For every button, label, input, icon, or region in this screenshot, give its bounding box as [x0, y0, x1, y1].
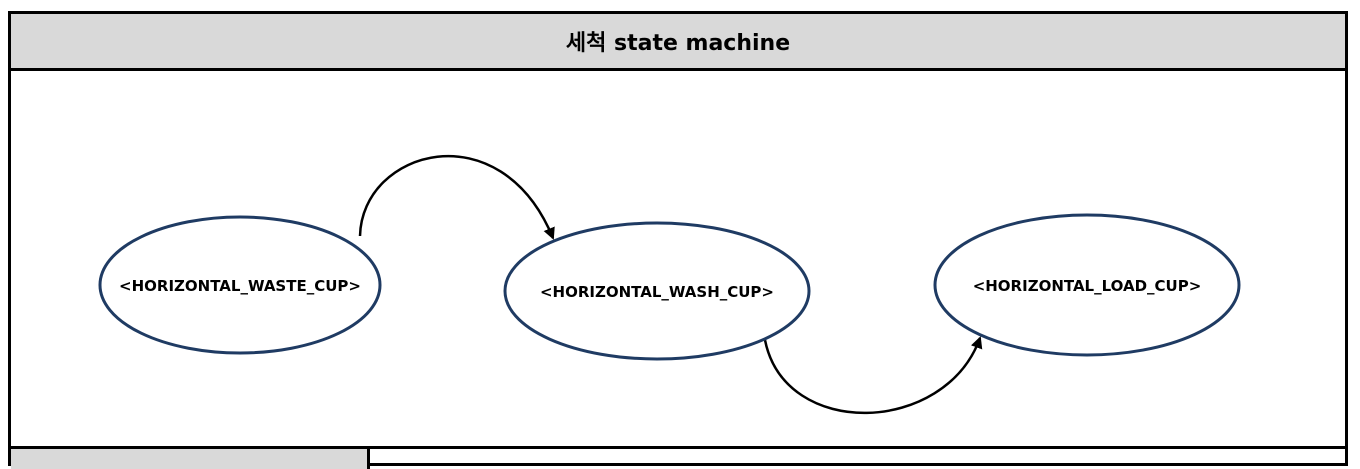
- state-horizontal-waste-cup: <HORIZONTAL_WASTE_CUP>: [98, 215, 382, 355]
- state-horizontal-load-cup: <HORIZONTAL_LOAD_CUP>: [933, 213, 1241, 357]
- state-label-wash: <HORIZONTAL_WASH_CUP>: [540, 283, 774, 301]
- diagram-title: 세척 state machine: [565, 31, 791, 56]
- title-bar: 세척 state machine: [11, 14, 1345, 71]
- state-label-waste: <HORIZONTAL_WASTE_CUP>: [119, 277, 361, 295]
- transition-waste-to-wash: [358, 154, 555, 240]
- transition-wash-to-load: [763, 336, 983, 415]
- state-label-load: <HORIZONTAL_LOAD_CUP>: [973, 277, 1202, 295]
- state-horizontal-wash-cup: <HORIZONTAL_WASH_CUP>: [503, 221, 811, 361]
- bottom-divider: [11, 446, 1345, 449]
